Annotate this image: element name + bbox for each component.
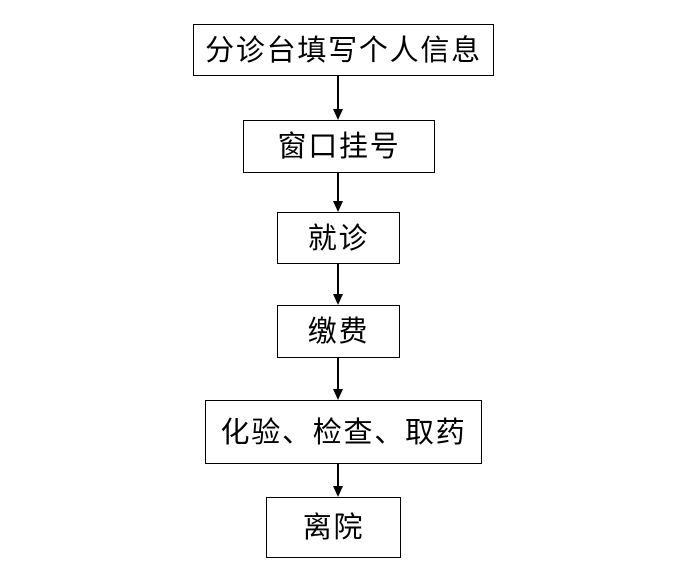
flowchart-node-label: 离院 — [302, 510, 365, 544]
flowchart-connector-arrow-down — [333, 76, 343, 120]
flowchart-node-label: 化验、检查、取药 — [220, 414, 467, 449]
connector-line — [337, 173, 339, 201]
flowchart-node-consultation[interactable]: 就诊 — [277, 212, 400, 264]
flowchart-node-label: 窗口挂号 — [277, 129, 401, 163]
arrowhead-down-icon — [333, 486, 343, 497]
flowchart-connector-arrow-down — [333, 358, 343, 400]
flowchart-node-window-registration[interactable]: 窗口挂号 — [243, 120, 435, 173]
flowchart-node-leave-hospital[interactable]: 离院 — [266, 497, 401, 558]
flowchart-connector-arrow-down — [333, 173, 343, 212]
flowchart-node-label: 分诊台填写个人信息 — [205, 32, 482, 67]
flowchart-node-triage-info[interactable]: 分诊台填写个人信息 — [193, 24, 494, 76]
connector-line — [337, 464, 339, 486]
arrowhead-down-icon — [333, 294, 343, 305]
connector-line — [337, 358, 339, 389]
flowchart-connector-arrow-down — [333, 464, 343, 497]
flowchart-connector-arrow-down — [333, 264, 343, 305]
arrowhead-down-icon — [333, 389, 343, 400]
connector-line — [337, 264, 339, 294]
flowchart-node-label: 就诊 — [307, 220, 370, 255]
arrowhead-down-icon — [333, 201, 343, 212]
flowchart-node-tests-exams-medication[interactable]: 化验、检查、取药 — [205, 400, 482, 464]
arrowhead-down-icon — [333, 109, 343, 120]
flowchart-node-label: 缴费 — [307, 314, 370, 348]
flowchart-node-payment[interactable]: 缴费 — [277, 305, 400, 358]
connector-line — [337, 76, 339, 109]
